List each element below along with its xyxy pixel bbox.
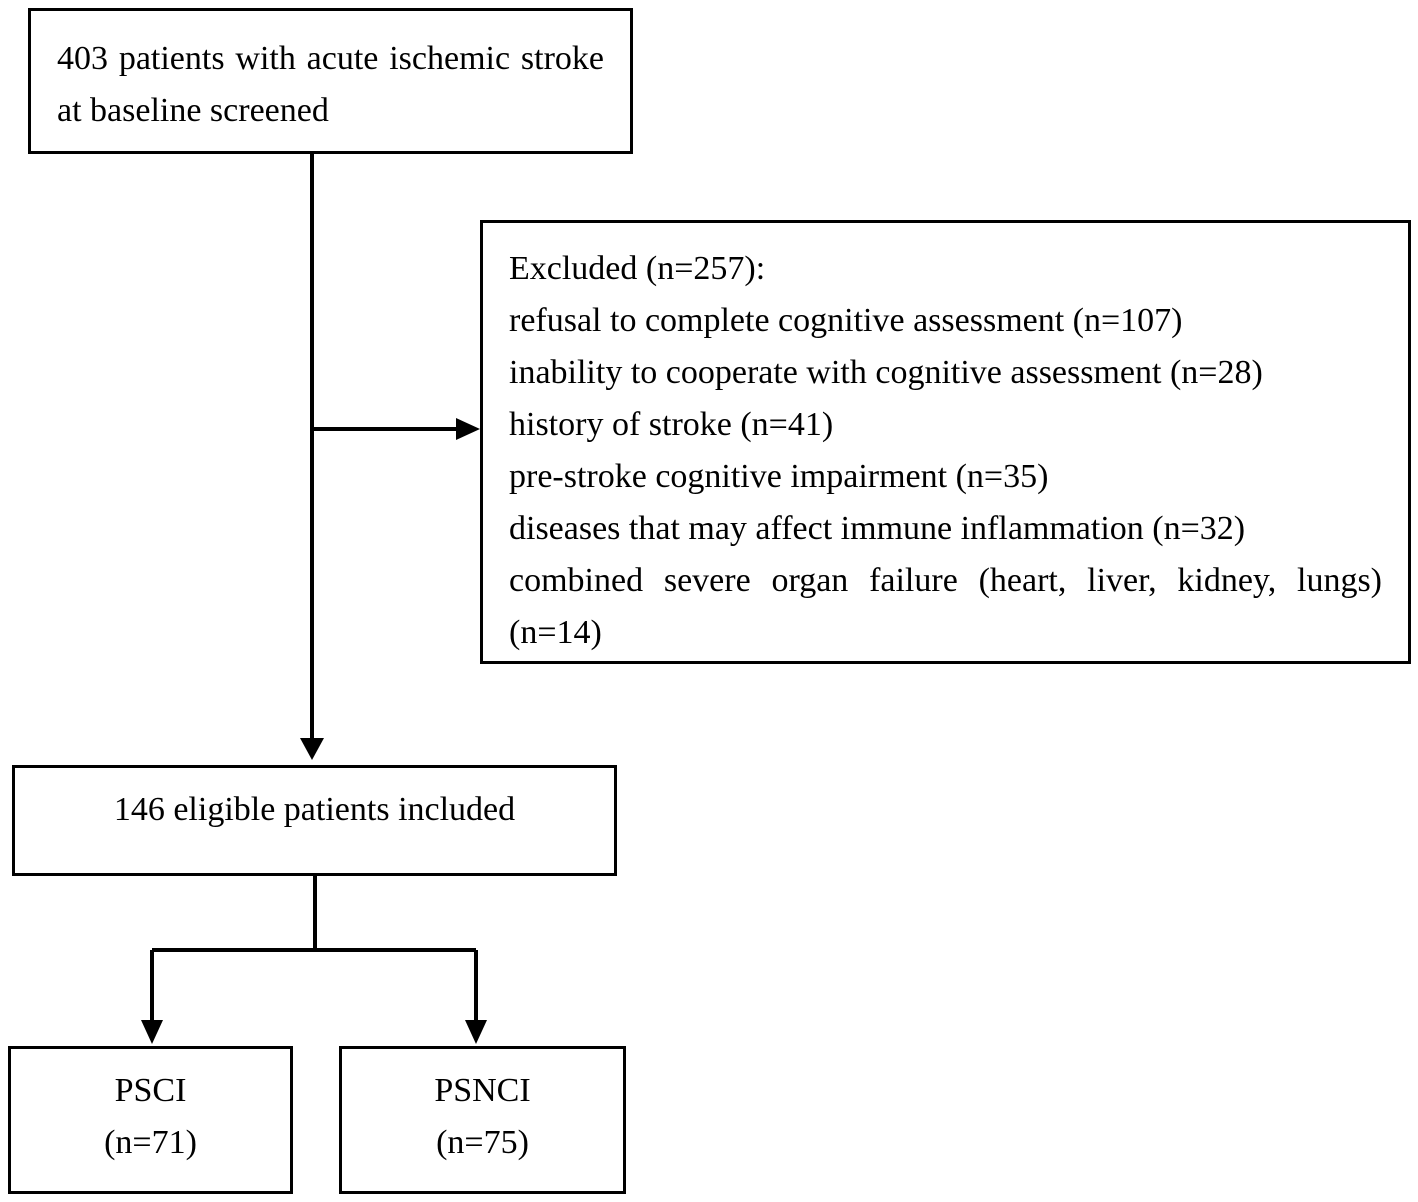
excluded-reason: diseases that may affect immune inflamma…: [509, 510, 1246, 547]
group-label: PSNCI: [434, 1072, 531, 1109]
excluded-heading: Excluded (n=257):: [509, 250, 766, 287]
group-count: (n=71): [104, 1124, 197, 1161]
excluded-reason: pre-stroke cognitive impairment (n=35): [509, 458, 1049, 495]
excluded-reason: combined severe organ failure (heart, li…: [509, 562, 1382, 651]
included-box: 146 eligible patients included: [12, 765, 617, 876]
arrowhead-right-icon: [456, 418, 480, 440]
group-count: (n=75): [436, 1124, 529, 1161]
group-box-psnci: PSNCI (n=75): [339, 1046, 626, 1194]
group-box-psci: PSCI (n=71): [8, 1046, 293, 1194]
arrowhead-down-icon: [141, 1020, 163, 1044]
excluded-reason: inability to cooperate with cognitive as…: [509, 354, 1263, 391]
arrowhead-down-icon: [300, 738, 324, 760]
screened-box: 403 patients with acute ischemic stroke …: [28, 8, 633, 154]
group-label: PSCI: [114, 1072, 187, 1109]
excluded-reason: history of stroke (n=41): [509, 406, 834, 443]
included-text: 146 eligible patients included: [113, 791, 516, 828]
excluded-reason: refusal to complete cognitive assessment…: [509, 302, 1183, 339]
screened-text: 403 patients with acute ischemic stroke …: [57, 40, 604, 129]
excluded-box: Excluded (n=257): refusal to complete co…: [480, 220, 1411, 664]
arrowhead-down-icon: [465, 1020, 487, 1044]
